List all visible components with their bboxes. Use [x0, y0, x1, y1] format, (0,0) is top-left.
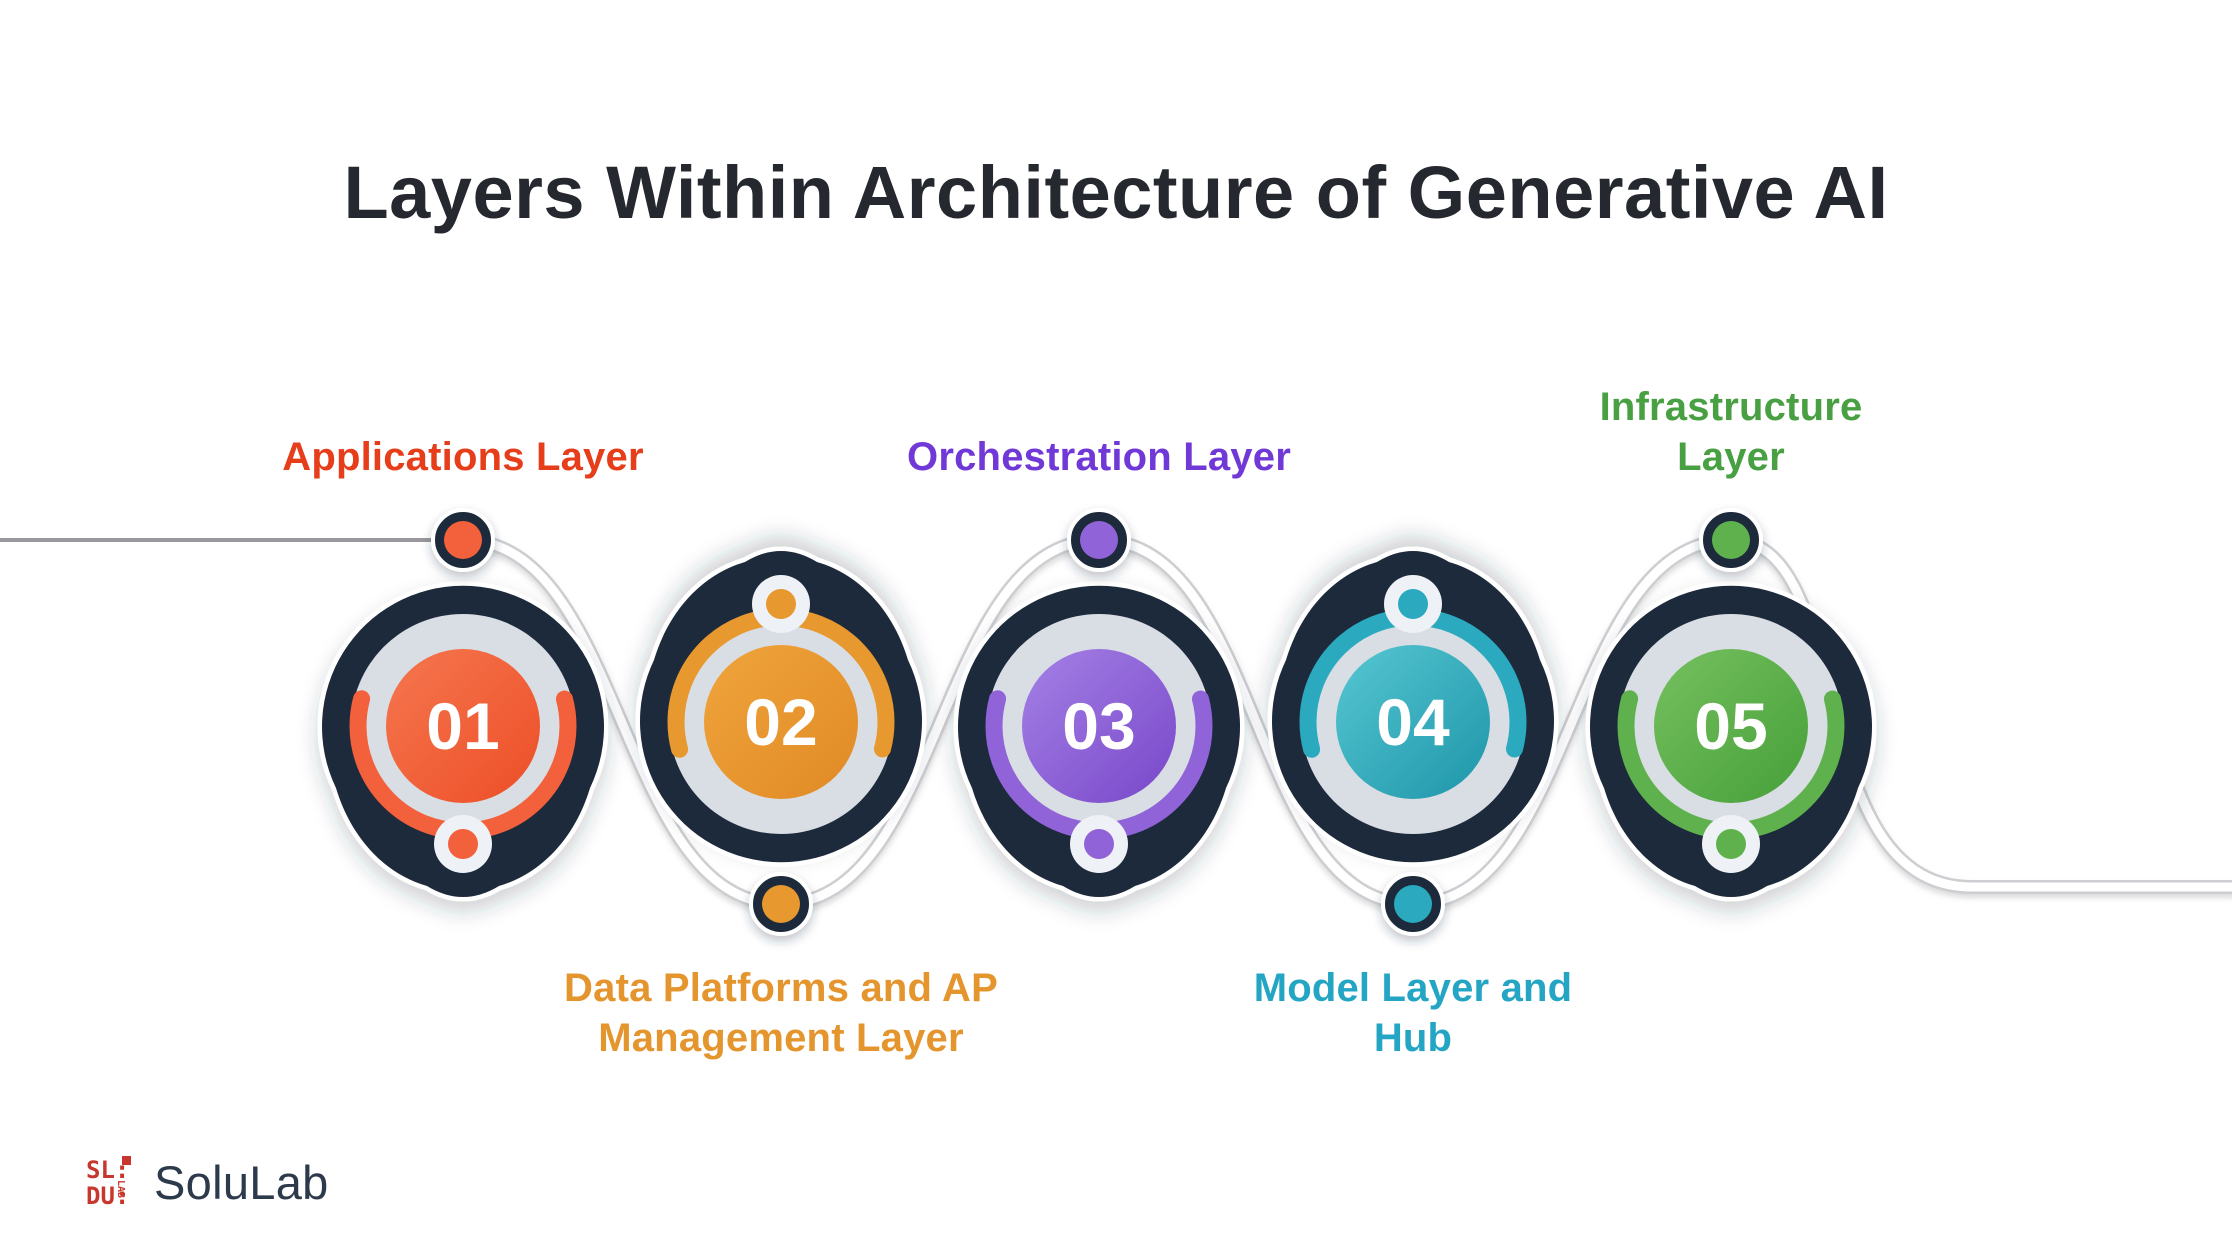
logo-side-letters: LAB	[115, 1180, 126, 1198]
badge-number-disc	[704, 645, 858, 799]
node-label-01: Applications Layer	[183, 432, 743, 482]
badge-number-disc	[1022, 649, 1176, 803]
node-label-line: Applications Layer	[282, 435, 644, 479]
badge-number-text: 01	[426, 689, 499, 763]
page-title: Layers Within Architecture of Generative…	[343, 151, 1889, 234]
node-label-line: Management Layer	[598, 1016, 964, 1060]
wave-dot-fill-01	[444, 521, 482, 559]
badge-point-dot	[1716, 829, 1746, 859]
node-label-line: Layer	[1677, 435, 1785, 479]
wave-dot-fill-05	[1712, 521, 1750, 559]
node-badge-03: 03	[953, 581, 1245, 902]
brand-name: SoluLab	[154, 1155, 329, 1209]
brand-footer: SL: DU: LAB SoluLab	[84, 1154, 329, 1211]
badge-point-dot	[1084, 829, 1114, 859]
logo-bottom-letters: DU:	[86, 1182, 129, 1210]
connector-wave	[0, 532, 2232, 912]
node-label-line: Hub	[1373, 1016, 1453, 1060]
solulab-logo-icon: SL: DU: LAB	[86, 1156, 131, 1210]
badge-number-disc	[386, 649, 540, 803]
badge-number-text: 05	[1694, 689, 1767, 763]
node-label-line: Data Platforms and AP	[564, 966, 998, 1010]
logo-pixel-block	[122, 1156, 131, 1165]
badge-point-dot	[1398, 589, 1428, 619]
node-label-line: Orchestration Layer	[907, 435, 1291, 479]
node-badge-01: 01	[317, 581, 609, 902]
badge-number-text: 04	[1376, 685, 1450, 759]
badge-number-disc	[1336, 645, 1490, 799]
badge-number-text: 03	[1062, 689, 1135, 763]
badge-number-disc	[1654, 649, 1808, 803]
node-label-03: Orchestration Layer	[819, 432, 1379, 482]
badge-point-dot	[448, 829, 478, 859]
node-label-02: Data Platforms and AP Management Layer	[501, 963, 1061, 1063]
badge-number-text: 02	[744, 685, 817, 759]
node-label-line: Infrastructure	[1599, 385, 1863, 429]
wave-dot-fill-04	[1394, 885, 1432, 923]
node-badge-02: 02	[635, 546, 927, 867]
node-label-line: Model Layer and	[1253, 966, 1573, 1010]
node-badge-05: 05	[1585, 581, 1877, 902]
wave-dot-fill-03	[1080, 521, 1118, 559]
badge-point-dot	[766, 589, 796, 619]
node-badge-04: 04	[1267, 546, 1559, 867]
badge-layer: 01 02 03 04 05	[317, 546, 1877, 902]
wave-dot-fill-02	[762, 885, 800, 923]
wave-tube-core	[458, 535, 2232, 909]
dot-layer	[431, 508, 1763, 936]
